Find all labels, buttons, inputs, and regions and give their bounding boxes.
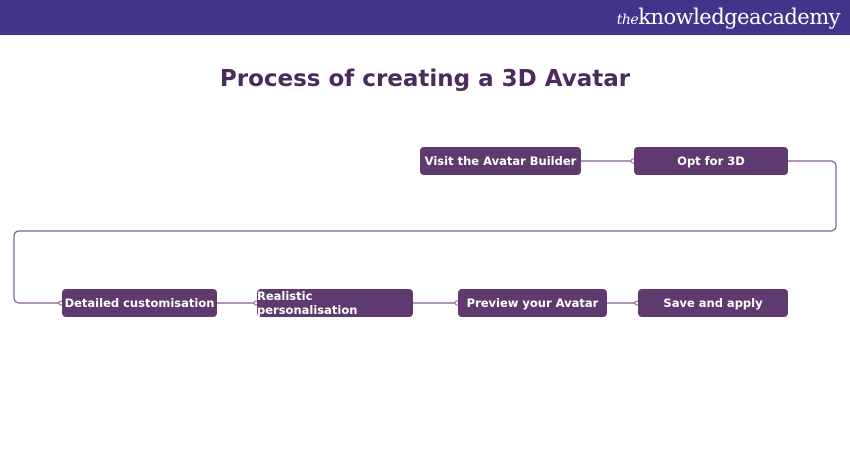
step-opt-for-3d: Opt for 3D bbox=[634, 147, 788, 175]
logo-name: knowledgeacademy bbox=[638, 5, 840, 29]
logo-prefix: the bbox=[616, 12, 639, 28]
step-save-and-apply: Save and apply bbox=[638, 289, 788, 317]
brand-logo[interactable]: theknowledgeacademy bbox=[616, 5, 841, 29]
header-bar: theknowledgeacademy bbox=[0, 0, 850, 35]
connector-2-3 bbox=[13, 160, 837, 304]
step-realistic-personalisation: Realistic personalisation bbox=[257, 289, 413, 317]
step-visit-avatar-builder: Visit the Avatar Builder bbox=[420, 147, 581, 175]
step-preview-avatar: Preview your Avatar bbox=[458, 289, 607, 317]
page-title: Process of creating a 3D Avatar bbox=[219, 66, 631, 92]
step-detailed-customisation: Detailed customisation bbox=[62, 289, 217, 317]
